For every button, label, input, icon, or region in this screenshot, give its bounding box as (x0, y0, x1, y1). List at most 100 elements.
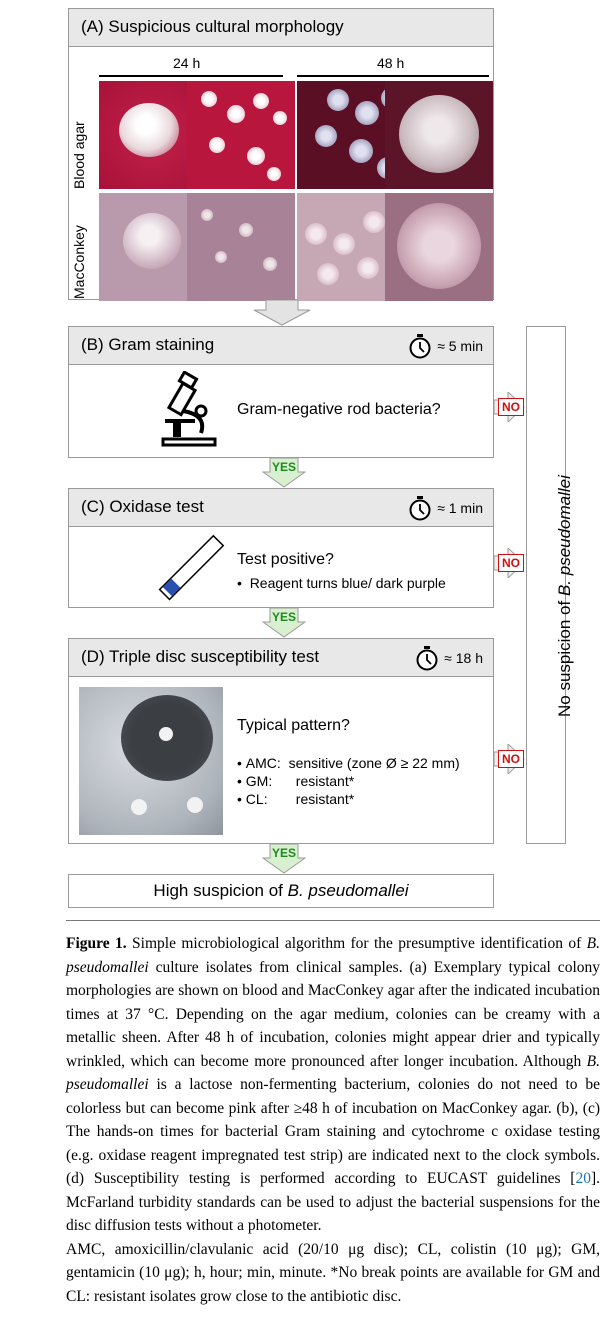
time-label-48h: 48 h (377, 55, 405, 71)
blood-agar-48h-closeup (385, 81, 493, 189)
time-line-48h (297, 75, 489, 77)
row-label-maccokey-text: MacConkey (71, 225, 87, 299)
no-label-c: NO (498, 554, 524, 572)
colony (209, 137, 225, 153)
panel-b-question: Gram-negative rod bacteria? (237, 401, 441, 418)
flow-arrow-a-to-b (253, 300, 311, 326)
panel-c-question: Test positive? (237, 551, 334, 568)
colony (363, 211, 385, 233)
row-label-blood-agar: Blood agar (71, 81, 91, 189)
row-label-maccokey: MacConkey (71, 191, 91, 299)
cl-drug: CL: (245, 791, 268, 807)
panel-d-title: (D) Triple disc susceptibility test (81, 647, 320, 666)
yes-label-c: YES (271, 610, 296, 624)
colony (305, 223, 327, 245)
caption-label: Figure 1. (66, 935, 127, 952)
colony (201, 209, 213, 221)
panel-c-header: (C) Oxidase test ≈ 1 min (69, 489, 493, 527)
blood-agar-24h-overview (187, 81, 295, 189)
colony (397, 203, 481, 289)
panel-c: (C) Oxidase test ≈ 1 min Test positive? … (68, 488, 494, 608)
colony (317, 263, 339, 285)
maccokey-48h-closeup (385, 193, 493, 301)
figure-caption: Figure 1. Simple microbiological algorit… (66, 932, 600, 1308)
yes-arrow-b-to-c (262, 458, 306, 488)
stopwatch-icon (409, 334, 431, 359)
no-suspicion-label: No suspicion of B. pseudomallei (555, 357, 575, 717)
gm-disc (187, 797, 203, 813)
bullet-mark: • (237, 755, 246, 771)
colony (399, 95, 479, 173)
colony (333, 233, 355, 255)
oxidase-strip-icon (158, 534, 225, 601)
no-suspicion-species: B. pseudomallei (555, 475, 574, 597)
panel-b-header: (B) Gram staining ≈ 5 min (69, 327, 493, 365)
caption-paragraph: Figure 1. Simple microbiological algorit… (66, 932, 600, 1238)
colony (357, 257, 379, 279)
caption-species-1: B. pseudomallei (66, 935, 600, 976)
caption-reference-link[interactable]: 20 (575, 1170, 591, 1187)
panel-b-time: ≈ 5 min (437, 338, 483, 354)
gm-drug: GM: (245, 773, 273, 789)
final-result-box: High suspicion of B. pseudomallei (68, 874, 494, 908)
caption-text-1: Simple microbiological algorithm for the… (126, 935, 587, 952)
susceptibility-plate-image (79, 687, 223, 835)
amc-disc (159, 727, 173, 741)
no-suspicion-box: No suspicion of B. pseudomallei (526, 326, 574, 844)
caption-species-2: B. pseudomallei (66, 1052, 600, 1094)
panel-a-header: (A) Suspicious cultural morphology (69, 9, 493, 47)
yes-label-d: YES (271, 846, 296, 860)
panel-d-row-gm: • GM:resistant* (237, 773, 354, 789)
panel-c-bullet-text: Reagent turns blue/ dark purple (249, 575, 446, 591)
colony (215, 251, 227, 263)
panel-c-bullet: • Reagent turns blue/ dark purple (237, 575, 446, 591)
panel-c-time: ≈ 1 min (437, 500, 483, 516)
maccokey-24h-overview (187, 193, 295, 301)
colony (273, 111, 287, 125)
bullet-mark: • (237, 575, 250, 591)
microscope-icon (161, 371, 217, 447)
cl-result: resistant* (295, 791, 355, 807)
panel-d-timer: ≈ 18 h (414, 645, 483, 671)
caption-text-2: culture isolates from clinical samples. … (66, 958, 600, 1070)
panel-d-time: ≈ 18 h (444, 650, 483, 666)
colony (355, 101, 379, 125)
time-label-24h: 24 h (173, 55, 201, 71)
amc-drug: AMC: (245, 755, 281, 771)
panel-b-title: (B) Gram staining (81, 335, 215, 354)
colony (263, 257, 277, 271)
gm-result: resistant* (295, 773, 355, 789)
colony (315, 125, 337, 147)
no-label-d: NO (498, 750, 524, 768)
caption-text-3: is a lactose non-fermenting bacterium, c… (66, 1076, 600, 1187)
panel-b-timer: ≈ 5 min (407, 333, 483, 359)
colony (349, 139, 373, 163)
stopwatch-icon (409, 496, 431, 521)
colony (247, 147, 265, 165)
colony (201, 91, 217, 107)
bullet-mark: • (237, 791, 246, 807)
panel-d: (D) Triple disc susceptibility test ≈ 18… (68, 638, 494, 844)
no-label-b: NO (498, 398, 524, 416)
yes-arrow-d-to-final (262, 844, 306, 874)
panel-b: (B) Gram staining ≈ 5 min Gram-negative … (68, 326, 494, 458)
caption-divider (66, 920, 600, 921)
time-line-24h (99, 75, 283, 77)
panel-d-header: (D) Triple disc susceptibility test ≈ 18… (69, 639, 493, 677)
amc-result: sensitive (zone Ø ≥ 22 mm) (288, 755, 460, 771)
panel-d-question: Typical pattern? (237, 717, 350, 734)
colony (253, 93, 269, 109)
no-suspicion-prefix: No suspicion of (555, 596, 574, 717)
panel-d-row-cl: • CL: resistant* (237, 791, 354, 807)
panel-a: (A) Suspicious cultural morphology 24 h … (68, 8, 494, 301)
row-label-blood-agar-text: Blood agar (71, 121, 87, 189)
yes-label-b: YES (271, 460, 296, 474)
caption-text-4: ]. McFarland turbidity standards can be … (66, 1170, 600, 1234)
stopwatch-icon (416, 646, 438, 671)
colony (119, 103, 179, 157)
panel-c-timer: ≈ 1 min (407, 495, 483, 521)
panel-c-title: (C) Oxidase test (81, 497, 204, 516)
colony (267, 167, 281, 181)
colony (123, 213, 181, 269)
final-species: B. pseudomallei (287, 881, 409, 900)
